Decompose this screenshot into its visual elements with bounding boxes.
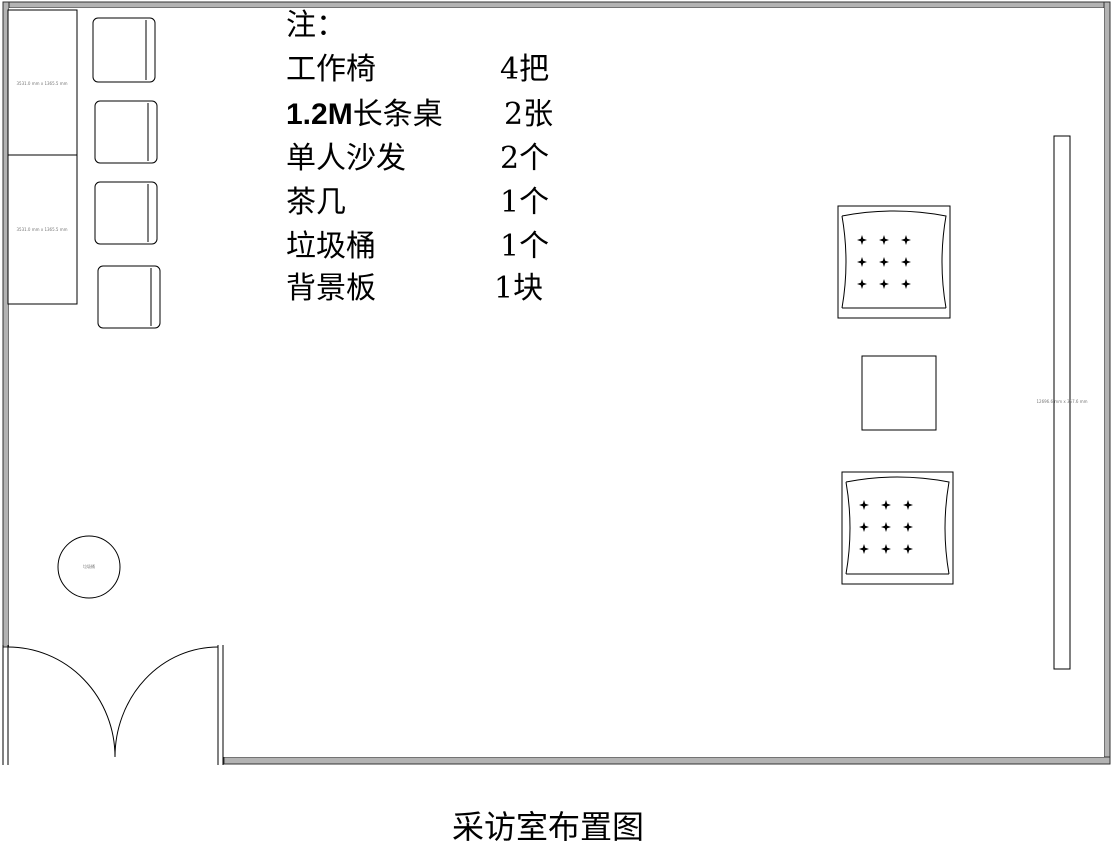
note-name: 垃圾桶: [286, 229, 376, 264]
single-sofa: [841, 471, 954, 585]
backboard: 12696.6 mm x 357.6 mm: [1036, 135, 1088, 670]
work-chair: [94, 181, 158, 245]
note-qty: 2个: [500, 141, 549, 176]
tuft-star-icon: [857, 235, 867, 245]
tuft-star-icon: [879, 279, 889, 289]
tuft-star-icon: [859, 522, 869, 532]
note-qty: 1块: [494, 271, 543, 306]
note-qty: 4把: [500, 52, 549, 87]
tuft-star-icon: [879, 257, 889, 267]
note-qty: 1个: [500, 185, 549, 220]
notes: 注： 工作椅 4把 1.2M长条桌 2张 单人沙发 2个 茶几 1个 垃圾桶 1…: [286, 8, 553, 306]
desk-label: 3531.0 mm x 1365.5 mm: [16, 81, 67, 86]
desk-label: 3531.0 mm x 1365.5 mm: [16, 227, 67, 232]
backboard-label: 12696.6 mm x 357.6 mm: [1036, 399, 1087, 404]
work-chair: [94, 100, 158, 164]
note-name: 背景板: [286, 271, 376, 306]
tuft-star-icon: [881, 522, 891, 532]
tuft-star-icon: [859, 500, 869, 510]
note-name-bold: 1.2M: [286, 98, 353, 131]
tuft-star-icon: [879, 235, 889, 245]
coffee-table: [861, 355, 937, 431]
tuft-star-icon: [901, 279, 911, 289]
work-chair: [97, 265, 161, 329]
note-qty: 1个: [500, 229, 549, 264]
tuft-star-icon: [903, 522, 913, 532]
trash-can: 垃圾桶: [57, 535, 121, 599]
double-door: [2, 645, 224, 765]
note-name: 茶几: [286, 185, 346, 220]
note-line: 1.2M长条桌: [286, 97, 443, 132]
note-name: 单人沙发: [286, 141, 406, 176]
sofa-tufting: [857, 235, 913, 554]
tuft-star-icon: [881, 500, 891, 510]
notes-heading: 注：: [286, 8, 346, 43]
work-chair: [92, 17, 156, 83]
trash-can-label: 垃圾桶: [83, 563, 95, 569]
tuft-star-icon: [903, 500, 913, 510]
note-name: 工作椅: [286, 52, 376, 87]
tuft-star-icon: [901, 235, 911, 245]
tuft-star-icon: [901, 257, 911, 267]
tuft-star-icon: [857, 279, 867, 289]
single-sofa: [837, 205, 951, 319]
long-desk: 3531.0 mm x 1365.5 mm: [7, 154, 78, 305]
note-name: 长条桌: [353, 97, 443, 132]
long-desk: 3531.0 mm x 1365.5 mm: [7, 9, 78, 156]
tuft-star-icon: [903, 544, 913, 554]
note-qty: 2张: [504, 97, 553, 132]
tuft-star-icon: [881, 544, 891, 554]
tuft-star-icon: [857, 257, 867, 267]
drawing-title: 采访室布置图: [452, 808, 644, 846]
tuft-star-icon: [859, 544, 869, 554]
